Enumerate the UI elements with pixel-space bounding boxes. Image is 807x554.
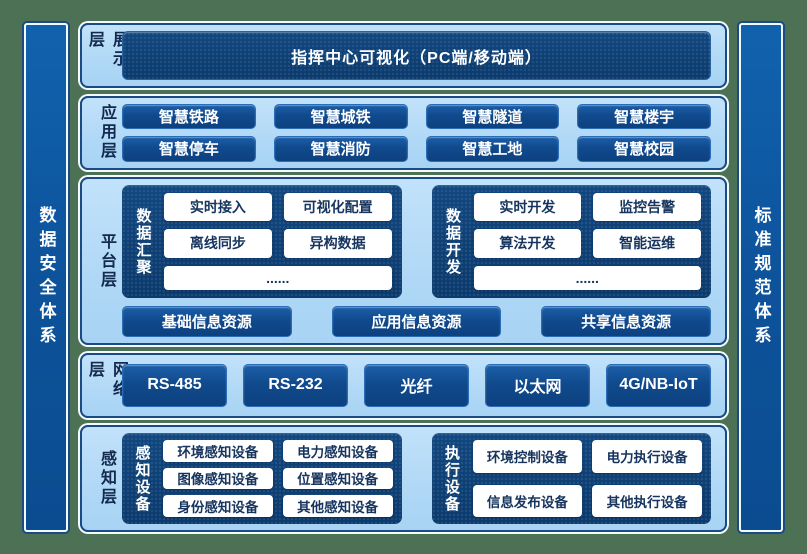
perception-pill: 其他感知设备 xyxy=(282,495,393,517)
group-title: 数据开发 xyxy=(444,207,461,276)
platform-pill: 算法开发 xyxy=(473,229,582,258)
layer-label-network: 网络层 xyxy=(86,360,127,399)
layer-panel-display: 展示层 指挥中心可视化（PC端/移动端） xyxy=(80,23,727,88)
group-sensing-devices: 感知设备 环境感知设备 电力感知设备 图像感知设备 位置感知设备 身份感知设备 … xyxy=(122,433,402,524)
group-execution-devices: 执行设备 环境控制设备 电力执行设备 信息发布设备 其他执行设备 xyxy=(432,433,712,524)
platform-pill-more: ...... xyxy=(473,265,701,290)
layer-panel-perception: 感知层 感知设备 环境感知设备 电力感知设备 图像感知设备 位置感知设备 身份感… xyxy=(80,425,727,532)
perception-pill: 身份感知设备 xyxy=(163,495,273,517)
left-pillar-data-security: 数据安全体系 xyxy=(24,23,68,532)
app-node: 智慧工地 xyxy=(425,136,560,162)
platform-pill: 可视化配置 xyxy=(283,193,392,222)
network-node: 4G/NB-IoT xyxy=(606,363,711,407)
perception-pill: 信息发布设备 xyxy=(472,484,583,517)
platform-pill: 异构数据 xyxy=(283,229,392,258)
perception-pill: 环境控制设备 xyxy=(472,440,583,473)
right-pillar-label: 标准规范体系 xyxy=(751,205,771,350)
group-title: 执行设备 xyxy=(443,444,460,513)
network-node: 以太网 xyxy=(485,363,590,407)
app-node: 智慧铁路 xyxy=(122,103,256,129)
network-node: RS-232 xyxy=(243,363,348,407)
application-grid: 智慧铁路 智慧城铁 智慧隧道 智慧楼宇 智慧停车 智慧消防 智慧工地 智慧校园 xyxy=(122,103,711,162)
perception-pill: 位置感知设备 xyxy=(282,467,393,490)
platform-pill: 智能运维 xyxy=(593,229,701,258)
network-node: 光纤 xyxy=(364,363,469,407)
layer-stack: 展示层 指挥中心可视化（PC端/移动端） 应用层 智慧铁路 智慧城铁 智慧隧道 … xyxy=(80,23,727,532)
platform-pill-more: ...... xyxy=(164,265,392,290)
resource-node: 共享信息资源 xyxy=(541,306,712,337)
platform-pill: 监控告警 xyxy=(593,193,701,222)
group-title: 数据汇聚 xyxy=(134,207,152,276)
platform-pill: 实时开发 xyxy=(473,193,582,222)
perception-pill: 图像感知设备 xyxy=(163,467,273,490)
platform-pill: 离线同步 xyxy=(164,229,272,258)
app-node: 智慧校园 xyxy=(577,136,711,162)
group-title: 感知设备 xyxy=(133,444,151,513)
perception-pill: 其他执行设备 xyxy=(592,484,702,517)
layer-label-display: 展示层 xyxy=(86,31,127,69)
app-node: 智慧停车 xyxy=(122,136,256,162)
layer-label-perception: 感知层 xyxy=(98,450,115,507)
resource-row: 基础信息资源 应用信息资源 共享信息资源 xyxy=(122,306,712,337)
left-pillar-label: 数据安全体系 xyxy=(36,205,56,350)
network-node: RS-485 xyxy=(122,363,227,407)
layer-label-platform: 平台层 xyxy=(98,232,115,290)
layer-panel-application: 应用层 智慧铁路 智慧城铁 智慧隧道 智慧楼宇 智慧停车 智慧消防 智慧工地 智… xyxy=(80,95,727,170)
group-data-development: 数据开发 实时开发 监控告警 算法开发 智能运维 ...... xyxy=(432,185,712,298)
layer-panel-platform: 平台层 数据汇聚 实时接入 可视化配置 离线同步 异构数据 ...... xyxy=(80,177,727,345)
perception-pill: 电力执行设备 xyxy=(592,440,702,473)
resource-node: 基础信息资源 xyxy=(122,306,292,337)
app-node: 智慧楼宇 xyxy=(577,103,711,129)
perception-pill: 环境感知设备 xyxy=(163,440,273,462)
platform-pill: 实时接入 xyxy=(164,193,272,222)
network-row: RS-485 RS-232 光纤 以太网 4G/NB-IoT xyxy=(122,361,711,410)
right-pillar-standards: 标准规范体系 xyxy=(739,23,783,532)
app-node: 智慧城铁 xyxy=(273,103,408,129)
display-visualization-box: 指挥中心可视化（PC端/移动端） xyxy=(122,31,711,80)
resource-node: 应用信息资源 xyxy=(331,306,502,337)
app-node: 智慧隧道 xyxy=(425,103,560,129)
layer-panel-network: 网络层 RS-485 RS-232 光纤 以太网 4G/NB-IoT xyxy=(80,352,727,418)
layer-label-application: 应用层 xyxy=(98,104,115,161)
perception-pill: 电力感知设备 xyxy=(282,440,393,462)
app-node: 智慧消防 xyxy=(273,136,408,162)
group-data-aggregation: 数据汇聚 实时接入 可视化配置 离线同步 异构数据 ...... xyxy=(122,185,402,298)
